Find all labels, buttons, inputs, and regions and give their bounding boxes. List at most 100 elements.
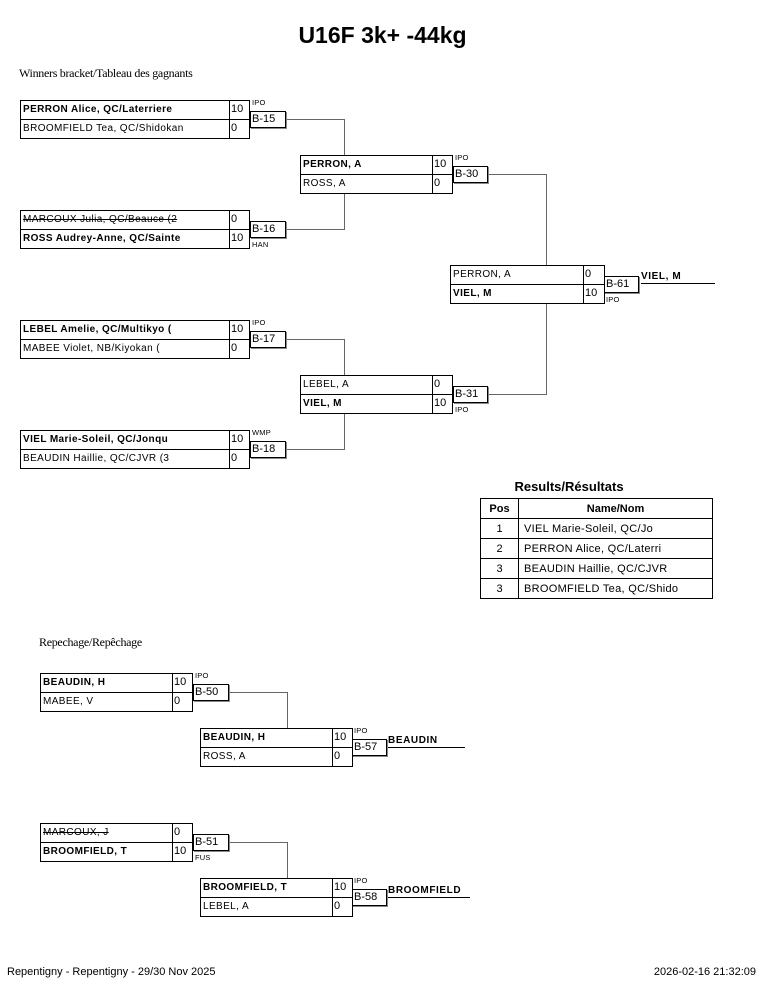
competitor-row: ROSS, A 0 — [201, 747, 352, 767]
match-id: B-15 — [250, 111, 286, 128]
match-id: B-58 — [352, 889, 387, 906]
competitor-row: MARCOUX Julia, QC/Beauce (2 0 — [21, 211, 249, 230]
results-pos: 3 — [480, 578, 519, 599]
competitor-score: 0 — [229, 211, 249, 230]
competitor-score: 0 — [332, 748, 352, 767]
competitor-row: LEBEL, A 0 — [201, 897, 352, 917]
match-id: B-31 — [453, 386, 488, 403]
connector-line — [285, 229, 345, 230]
match-result: IPO — [252, 318, 266, 327]
competitor-score: 10 — [332, 729, 352, 748]
footer-event: Repentigny - Repentigny - 29/30 Nov 2025 — [7, 966, 216, 978]
competitor-name: ROSS, A — [303, 178, 346, 189]
competitor-score: 0 — [432, 175, 452, 194]
match-b16: MARCOUX Julia, QC/Beauce (2 0 ROSS Audre… — [20, 210, 250, 249]
match-id: B-16 — [250, 221, 286, 238]
competitor-score: 10 — [583, 285, 604, 304]
competitor-row: MARCOUX, J 0 — [41, 824, 192, 843]
connector-line — [229, 842, 288, 843]
match-result: IPO — [455, 153, 469, 162]
competitor-row: PERRON Alice, QC/Laterriere 10 — [21, 101, 249, 120]
match-result: HAN — [252, 240, 269, 249]
competitor-row: BEAUDIN, H 10 — [201, 729, 352, 748]
match-result: FUS — [195, 853, 211, 862]
competitor-score: 0 — [229, 120, 249, 139]
competitor-name: PERRON, A — [303, 159, 362, 170]
competitor-row: BEAUDIN Haillie, QC/CJVR (3 0 — [21, 449, 249, 469]
match-b17: LEBEL Amelie, QC/Multikyo ( 10 MABEE Vio… — [20, 320, 250, 359]
repechage-label: Repechage/Repêchage — [39, 635, 142, 649]
match-id: B-61 — [604, 276, 639, 293]
competitor-score: 10 — [229, 431, 249, 450]
competitor-score: 0 — [229, 340, 249, 359]
connector-line — [344, 119, 345, 155]
bracket-winner: BROOMFIELD — [388, 885, 470, 898]
connector-line — [229, 692, 288, 693]
competitor-row: VIEL, M 10 — [301, 394, 452, 414]
competitor-name: BROOMFIELD, T — [43, 846, 128, 857]
match-result: IPO — [252, 98, 266, 107]
results-name: BEAUDIN Haillie, QC/CJVR — [518, 558, 713, 579]
results-header-row: Pos Name/Nom — [480, 498, 713, 519]
results-pos: 2 — [480, 538, 519, 559]
connector-line — [285, 449, 345, 450]
match-b58: BROOMFIELD, T 10 LEBEL, A 0 — [200, 878, 353, 917]
results-row: 3 BROOMFIELD Tea, QC/Shido — [480, 578, 713, 599]
competitor-score: 10 — [229, 230, 249, 249]
results-pos: 3 — [480, 558, 519, 579]
competitor-row: LEBEL, A 0 — [301, 376, 452, 395]
results-row: 1 VIEL Marie-Soleil, QC/Jo — [480, 518, 713, 539]
match-b51: MARCOUX, J 0 BROOMFIELD, T 10 — [40, 823, 193, 862]
competitor-row: PERRON, A 10 — [301, 156, 452, 175]
competitor-score: 10 — [432, 156, 452, 175]
competitor-row: BROOMFIELD Tea, QC/Shidokan 0 — [21, 119, 249, 139]
competitor-name: BEAUDIN, H — [43, 677, 106, 688]
match-b15: PERRON Alice, QC/Laterriere 10 BROOMFIEL… — [20, 100, 250, 139]
competitor-row: MABEE Violet, NB/Kiyokan ( 0 — [21, 339, 249, 359]
match-id: B-30 — [453, 166, 488, 183]
competitor-name: BROOMFIELD Tea, QC/Shidokan — [23, 123, 184, 134]
competitor-row: BROOMFIELD, T 10 — [41, 842, 192, 862]
competitor-name: PERRON Alice, QC/Laterriere — [23, 104, 173, 115]
bracket-winner: VIEL, M — [641, 271, 715, 284]
competitor-name: PERRON, A — [453, 269, 512, 280]
competitor-name: MARCOUX, J — [43, 827, 109, 838]
competitor-row: MABEE, V 0 — [41, 692, 192, 712]
connector-line — [285, 119, 345, 120]
bracket-winner: BEAUDIN — [388, 735, 465, 748]
match-b50: BEAUDIN, H 10 MABEE, V 0 — [40, 673, 193, 712]
competitor-score: 0 — [432, 376, 452, 395]
competitor-score: 10 — [332, 879, 352, 898]
competitor-row: BROOMFIELD, T 10 — [201, 879, 352, 898]
competitor-name: VIEL, M — [303, 398, 342, 409]
competitor-row: BEAUDIN, H 10 — [41, 674, 192, 693]
competitor-row: VIEL, M 10 — [451, 284, 604, 304]
competitor-name: MARCOUX Julia, QC/Beauce (2 — [23, 214, 178, 225]
connector-line — [546, 304, 547, 395]
competitor-name: VIEL Marie-Soleil, QC/Jonqu — [23, 434, 169, 445]
match-result: IPO — [354, 876, 368, 885]
connector-line — [546, 174, 547, 265]
match-id: B-50 — [193, 684, 229, 701]
results-table: Pos Name/Nom 1 VIEL Marie-Soleil, QC/Jo … — [480, 498, 713, 599]
results-name: PERRON Alice, QC/Laterri — [518, 538, 713, 559]
competitor-score: 0 — [583, 266, 604, 285]
results-row: 3 BEAUDIN Haillie, QC/CJVR — [480, 558, 713, 579]
connector-line — [287, 692, 288, 729]
competitor-name: LEBEL, A — [303, 379, 350, 390]
competitor-name: ROSS Audrey-Anne, QC/Sainte — [23, 233, 181, 244]
connector-line — [344, 339, 345, 375]
competitor-row: VIEL Marie-Soleil, QC/Jonqu 10 — [21, 431, 249, 450]
match-id: B-51 — [193, 834, 229, 851]
connector-line — [487, 394, 547, 395]
match-result: IPO — [455, 405, 469, 414]
competitor-name: MABEE Violet, NB/Kiyokan ( — [23, 343, 160, 354]
competitor-name: ROSS, A — [203, 751, 246, 762]
match-b18: VIEL Marie-Soleil, QC/Jonqu 10 BEAUDIN H… — [20, 430, 250, 469]
footer-timestamp: 2026-02-16 21:32:09 — [653, 966, 756, 978]
connector-line — [344, 194, 345, 230]
competitor-name: LEBEL, A — [203, 901, 250, 912]
competitor-score: 10 — [432, 395, 452, 414]
match-b57: BEAUDIN, H 10 ROSS, A 0 — [200, 728, 353, 767]
competitor-row: ROSS, A 0 — [301, 174, 452, 194]
